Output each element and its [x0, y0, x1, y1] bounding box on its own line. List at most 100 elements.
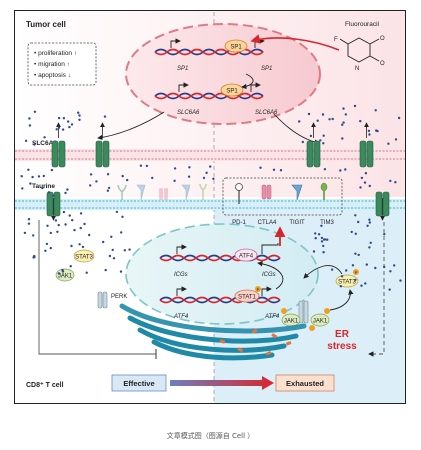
taurine-dot — [57, 272, 61, 275]
slc6a6-transporter-label: SLC6A6 — [32, 140, 57, 147]
taurine-dot — [344, 113, 347, 116]
taurine-dot — [368, 221, 371, 224]
taurine-dot — [121, 215, 124, 218]
taurine-molecules — [20, 104, 402, 291]
effect-migration: • migration ↑ — [34, 61, 70, 68]
taurine-dot — [45, 242, 49, 246]
taurine-dot — [71, 219, 74, 222]
taurine-dot — [32, 234, 35, 237]
sp1-bound-box — [220, 83, 244, 97]
taurine-dot — [188, 166, 191, 169]
taurine-dot — [89, 173, 93, 176]
receptor-tim3: TIM3 — [320, 220, 334, 226]
atf4-dna — [159, 286, 281, 304]
taurine-dot — [95, 180, 98, 183]
fluorouracil-structure — [339, 37, 380, 63]
taurine-dot — [37, 175, 41, 178]
stat1-phospho — [255, 286, 261, 292]
taurine-dot — [399, 279, 402, 282]
transporter-flux-arrows — [56, 122, 369, 138]
er-stress-marks — [219, 328, 292, 356]
ctla4-receptor — [261, 184, 272, 200]
taurine-dot — [110, 235, 113, 238]
taurine-dot — [104, 268, 107, 272]
perk-label: PERK — [111, 294, 127, 300]
taurine-dot — [49, 231, 52, 235]
taurine-dot — [312, 250, 316, 253]
faded-receptors — [117, 183, 207, 201]
oxygen-atom-top: O — [380, 36, 385, 42]
taurine-dot — [344, 168, 347, 171]
taurine-dot — [339, 285, 343, 288]
taurine-dot — [366, 224, 369, 227]
receptor-pd1: PD-1 — [232, 220, 246, 226]
taurine-dot — [360, 176, 364, 180]
taurine-dot — [83, 222, 86, 226]
taurine-dot — [29, 182, 32, 185]
taurine-dot — [64, 191, 67, 195]
figure-canvas: Tumor cell • proliferation ↑ • migration… — [14, 10, 406, 404]
taurine-dot — [330, 268, 334, 271]
taurine-dot — [115, 210, 119, 214]
taurine-dot — [173, 179, 176, 182]
slc6a6-dna — [154, 82, 264, 100]
taurine-dot — [345, 269, 348, 272]
taurine-dot — [78, 118, 81, 122]
taurine-dot — [357, 220, 360, 224]
effective-label: Effective — [123, 379, 154, 388]
taurine-dot — [393, 264, 396, 267]
taurine-dot — [363, 181, 367, 184]
taurine-dot — [365, 263, 368, 266]
tim3-receptor — [320, 182, 328, 200]
tcell-label: CD8⁺ T cell — [26, 382, 64, 389]
taurine-dot — [342, 121, 345, 124]
taurine-dot — [301, 140, 304, 144]
taurine-dot — [342, 107, 345, 110]
effective-box — [111, 374, 167, 392]
taurine-dot — [103, 115, 107, 118]
effective-to-exhausted-arrow — [170, 376, 274, 390]
taurine-dot — [61, 268, 64, 272]
taurine-dot — [367, 129, 371, 133]
drug-label: Fluorouracil — [345, 21, 380, 28]
tumor-cell-label: Tumor cell — [26, 20, 66, 29]
atf4-box — [234, 248, 258, 262]
taurine-dot — [326, 238, 329, 241]
taurine-dot — [272, 168, 276, 171]
taurine-dot — [54, 219, 58, 222]
taurine-dot — [79, 226, 82, 230]
taurine-dot — [212, 177, 215, 180]
taurine-dot — [314, 232, 317, 235]
taurine-dot — [374, 109, 377, 112]
taurine-dot — [322, 142, 325, 145]
stat1-box — [234, 289, 260, 303]
taurine-dot — [368, 218, 371, 221]
taurine-dot — [357, 253, 360, 257]
taurine-dot — [46, 224, 49, 227]
tcell-membrane — [15, 199, 405, 210]
tumor-transporters — [51, 140, 374, 168]
drug-inhibit-arrow — [250, 34, 340, 51]
taurine-dot — [319, 139, 322, 142]
taurine-dot — [128, 248, 131, 251]
taurine-dot — [42, 174, 45, 178]
jak1-left-label: JAK1 — [58, 274, 73, 280]
taurine-dot — [359, 119, 362, 123]
taurine-dot — [340, 275, 344, 278]
taurine-dot — [322, 251, 325, 254]
jak1-phospho-c — [309, 325, 315, 331]
taurine-dot — [139, 164, 143, 167]
effective-inhibit-line — [38, 220, 156, 355]
sp1-gene-right: SP1 — [261, 66, 272, 72]
taurine-dot — [316, 119, 319, 122]
atf4-to-icg-arrow — [257, 261, 284, 290]
taurine-dot — [70, 123, 74, 126]
taurine-dot — [73, 228, 76, 232]
taurine-dot — [70, 244, 73, 248]
taurine-dot — [52, 194, 55, 197]
taurine-dot — [328, 118, 331, 121]
taurine-dot — [61, 128, 65, 131]
sp1-box-label: SP1 — [230, 45, 242, 51]
taurine-dot — [111, 248, 114, 252]
stat1-box-label: STAT1 — [238, 295, 256, 301]
